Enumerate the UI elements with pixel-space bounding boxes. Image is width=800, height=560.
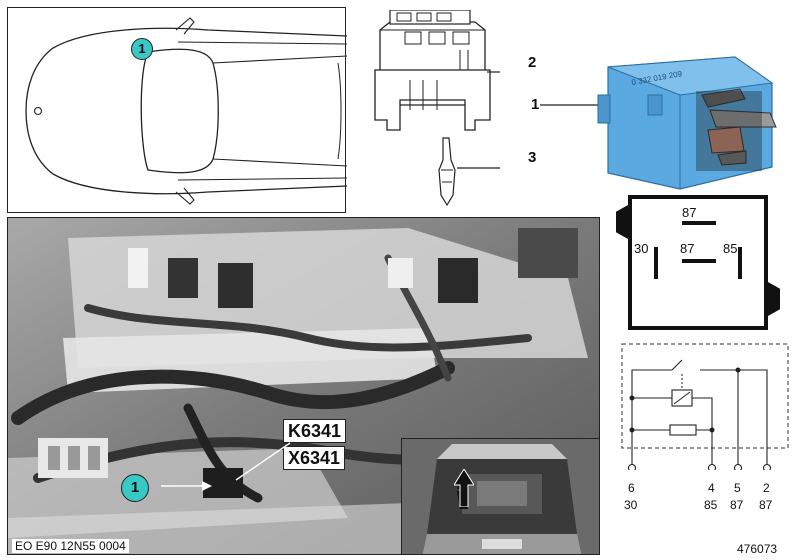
photo-callout-number: 1 xyxy=(130,479,140,496)
schematic-pin-terminal-3: 87 xyxy=(730,498,744,512)
schematic-pin-number-1: 6 xyxy=(628,481,635,495)
pinout-bar-right xyxy=(738,247,742,279)
callout-label-3: 3 xyxy=(528,149,537,166)
schematic-pin-number-4: 2 xyxy=(763,481,770,495)
photo-callout-marker: 1 xyxy=(121,474,149,502)
relay-schematic xyxy=(621,343,789,470)
pinout-clip-right xyxy=(768,282,780,316)
connector-housing-drawing xyxy=(374,10,500,207)
top-view-callout-marker: 1 xyxy=(131,38,153,60)
callout-label-2: 2 xyxy=(528,54,537,71)
schematic-pin-number-3: 5 xyxy=(734,481,741,495)
vehicle-outline-drawing xyxy=(25,17,348,205)
schematic-pin-number-2: 4 xyxy=(708,481,715,495)
pinout-bar-top xyxy=(682,221,716,225)
footer-code: EO E90 12N55 0004 xyxy=(12,539,129,553)
pinout-label-top: 87 xyxy=(682,205,697,220)
relay-pinout-panel: 87 30 87 85 xyxy=(628,195,768,330)
pinout-label-center: 87 xyxy=(680,241,695,256)
part-id: 476073 xyxy=(737,542,778,556)
vehicle-front-inset-drawing xyxy=(402,439,599,554)
pinout-label-right: 85 xyxy=(723,241,738,256)
component-label-connector: X6341 xyxy=(283,446,346,470)
vehicle-front-inset xyxy=(401,438,599,554)
pinout-label-left: 30 xyxy=(634,241,649,256)
schematic-pin-terminal-1: 30 xyxy=(624,498,638,512)
top-view-callout-number: 1 xyxy=(138,41,146,56)
schematic-pin-terminal-4: 87 xyxy=(759,498,773,512)
inset-location-arrow-icon xyxy=(453,468,475,508)
installation-photo-illustration xyxy=(8,218,599,554)
component-label-relay: K6341 xyxy=(283,419,347,443)
callout-label-1: 1 xyxy=(531,96,540,113)
pinout-bar-left xyxy=(654,247,658,279)
relay-photo: 0 332 019 209 xyxy=(540,56,777,190)
schematic-pin-terminal-2: 85 xyxy=(704,498,718,512)
photo-leader-lines xyxy=(161,442,291,491)
pinout-clip-left xyxy=(616,205,628,239)
installation-photo-panel: K6341 X6341 1 EO E90 12N55 0004 xyxy=(7,217,600,555)
pinout-bar-center xyxy=(682,259,716,263)
vehicle-top-view-panel: 1 xyxy=(7,7,348,213)
